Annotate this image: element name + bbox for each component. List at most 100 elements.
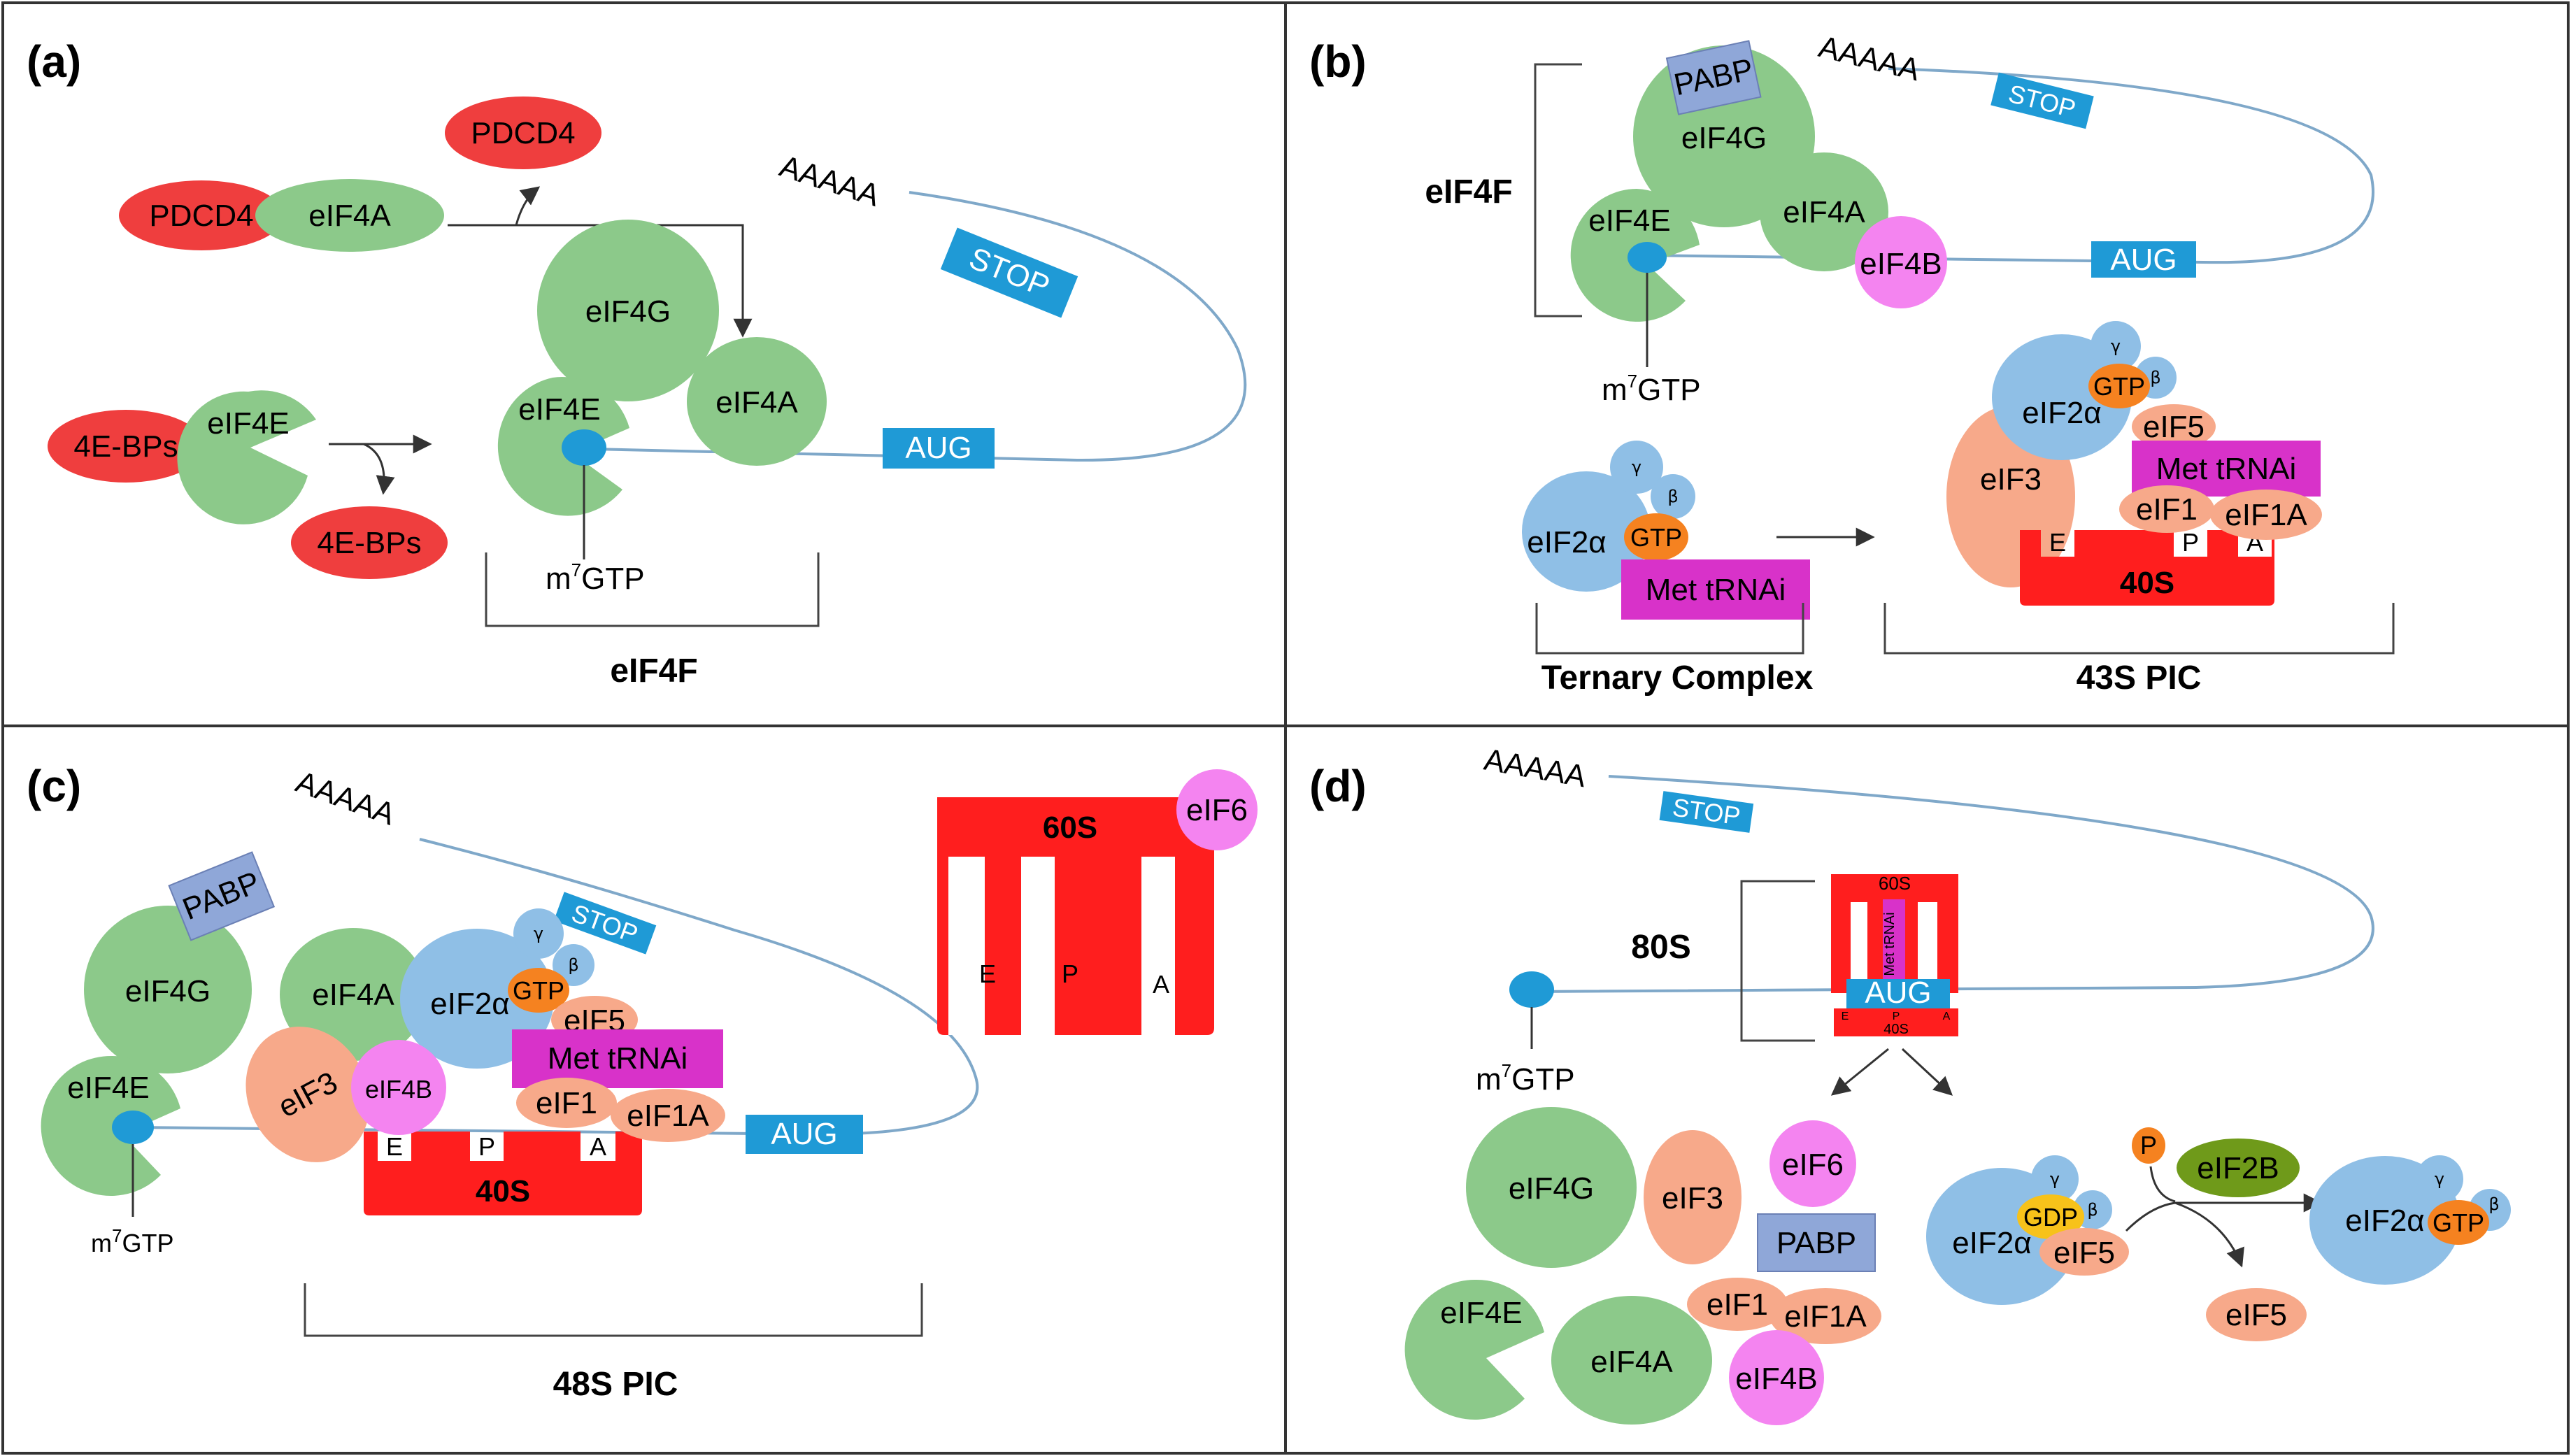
eif1-c (516, 1078, 617, 1128)
beta-2-label-d: β (2488, 1194, 2499, 1214)
eif1-b (2119, 485, 2214, 533)
site-e-b: E (2049, 528, 2066, 557)
ribosome-40s-d (1834, 1008, 1958, 1036)
pdcd4-free-label: PDCD4 (471, 116, 575, 150)
eif3-d-label: eIF3 (1662, 1181, 1723, 1215)
4ebp-release-arrow (363, 443, 395, 495)
eif3-d (1644, 1130, 1742, 1264)
eif2-gamma-2-d (2416, 1155, 2463, 1203)
eif5-released-label-d: eIF5 (2225, 1298, 2287, 1332)
eif4b-d-label: eIF4B (1735, 1362, 1817, 1396)
polya-d: AAAAA (1481, 743, 1589, 794)
40s-label-c: 40S (476, 1174, 530, 1208)
eif4b-b (1855, 216, 1947, 308)
site-a-60s: A (1153, 970, 1169, 999)
eif4e-a-label: eIF4E (518, 392, 600, 427)
site-e-d: E (1842, 1011, 1849, 1022)
eif3-c: eIF3 (245, 1027, 370, 1162)
cap-d (1509, 971, 1554, 1008)
polya-c: AAAAA (292, 764, 400, 832)
eif4f-label-b: eIF4F (1425, 173, 1512, 210)
pdcd4-bound-label: PDCD4 (149, 199, 253, 233)
eif4a-b (1760, 152, 1888, 271)
met-trna-label-d: Met tRNAi (1882, 912, 1897, 976)
gtp-label-b: GTP (1630, 523, 1682, 552)
gamma-43s-label: γ (2111, 336, 2121, 356)
60s-label-d: 60S (1879, 873, 1911, 894)
mrna-strand-a (590, 191, 1247, 462)
aug-box-b (2091, 241, 2196, 278)
eif4a-d-label: eIF4A (1590, 1345, 1673, 1379)
eif4a-c-label: eIF4A (312, 978, 394, 1012)
eif1a-c (611, 1089, 725, 1142)
eif5-43s-label: eIF5 (2143, 410, 2205, 444)
eif4e-d (1404, 1279, 1544, 1420)
eif4e-c (41, 1055, 180, 1196)
eif3-b-label: eIF3 (1980, 462, 2042, 497)
eif5-43s (2132, 404, 2216, 449)
site-p-b: P (2182, 528, 2199, 557)
site-p-60s: P (1062, 959, 1078, 988)
bracket-eif4f-b (1534, 63, 1582, 317)
eif4a-a (687, 337, 827, 466)
eif1-d (1687, 1278, 1788, 1331)
gtp-c (508, 968, 569, 1013)
site-p-d: P (1893, 1011, 1900, 1022)
eif6-c (1176, 769, 1258, 850)
eif1-c-label: eIF1 (536, 1086, 597, 1120)
met-trna-b (1621, 559, 1810, 620)
bracket-ternary (1535, 603, 1804, 655)
mrna-strand-d (1531, 775, 2374, 993)
eif4a-release-arrow (448, 224, 753, 338)
ternary-complex-label: Ternary Complex (1541, 659, 1814, 697)
pdcd4-free (445, 97, 601, 169)
gamma-label-b: γ (1632, 457, 1641, 477)
stop-codon-a: STOP (940, 227, 1078, 318)
eif4e-b-label: eIF4E (1588, 204, 1670, 238)
release-arrow-right (1901, 1048, 1953, 1096)
eif6-d-label: eIF6 (1782, 1148, 1844, 1182)
eif1-b-label: eIF1 (2136, 492, 2198, 527)
beta-label-b: β (1667, 487, 1678, 506)
stop-box-a (940, 227, 1078, 318)
eif4g-c-label: eIF4G (125, 974, 211, 1008)
pabp-d (1757, 1213, 1876, 1272)
eif2a-d-label: eIF2α (1952, 1226, 2031, 1260)
complex-label-a: eIF4F (610, 652, 697, 690)
eif4g-c (84, 906, 252, 1073)
gtp-label-c: GTP (513, 976, 564, 1005)
stop-box-d (1659, 791, 1754, 833)
cap-a (562, 429, 606, 466)
eif3-c-shape (245, 1027, 370, 1162)
eif2b-d (2177, 1139, 2300, 1197)
pdcd4-bound (119, 180, 284, 250)
eif4e-c-label: eIF4E (67, 1071, 149, 1105)
4ebp-bound-label: 4E-BPs (73, 429, 178, 464)
eif2a-c-label: eIF2α (430, 987, 509, 1021)
mrna-strand-c (132, 838, 979, 1136)
bracket-80s (1740, 880, 1815, 1042)
met-trna-43s-label: Met tRNAi (2156, 452, 2296, 486)
eif4a-c (280, 928, 427, 1061)
pabp-d-label: PABP (1776, 1226, 1856, 1260)
eif4a-a-label: eIF4A (715, 385, 798, 420)
panel-c-label: (c) (27, 761, 81, 811)
eif4g-b-label: eIF4G (1681, 121, 1767, 155)
bracket-43s (1883, 603, 2395, 655)
site-a-c: A (590, 1132, 606, 1161)
mrna-strand-b (1636, 67, 2374, 264)
eif2a-gtp-label-d: eIF2α (2345, 1204, 2424, 1238)
aug-label-a: AUG (905, 431, 971, 465)
43s-pic-label: 43S PIC (2077, 659, 2202, 697)
40s-label-d: 40S (1883, 1022, 1909, 1037)
bracket-eif4f-a (485, 552, 820, 627)
eif1-d-label: eIF1 (1707, 1287, 1768, 1322)
phosphate-label-d: P (2140, 1131, 2157, 1159)
4ebp-free-label: 4E-BPs (317, 526, 421, 560)
release-arrow-left (1830, 1048, 1889, 1096)
eif4a-b-label: eIF4A (1783, 195, 1865, 229)
cap-c (112, 1111, 154, 1144)
40s-label-b: 40S (2120, 566, 2174, 600)
panel-a: (a) PDCD4 eIF4A PDCD4 4E-BPs eIF4E 4E-BP… (27, 36, 1247, 690)
